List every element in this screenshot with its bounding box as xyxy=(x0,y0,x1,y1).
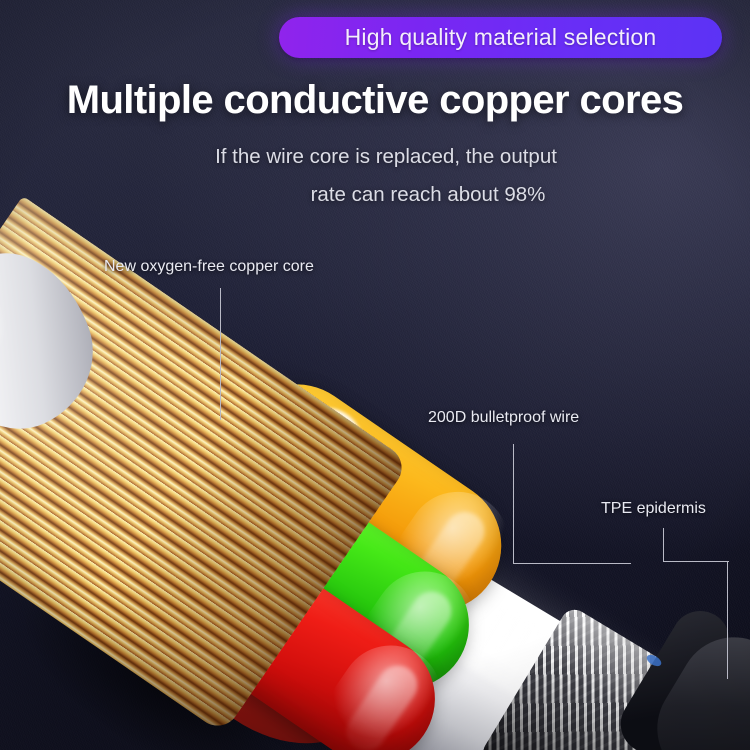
page-title: Multiple conductive copper cores xyxy=(66,78,684,122)
quality-badge-label: High quality material selection xyxy=(344,24,657,50)
annotation-label-tpe-epidermis: TPE epidermis xyxy=(601,500,706,517)
leader-line-copper-core xyxy=(220,288,222,420)
annotation-label-bulletproof-wire: 200D bulletproof wire xyxy=(428,409,580,426)
annotation-label-copper-core: New oxygen-free copper core xyxy=(104,258,314,275)
leader-line-tpe xyxy=(663,528,733,680)
subtitle-line-1: If the wire core is replaced, the output xyxy=(215,145,557,168)
quality-badge: High quality material selection xyxy=(279,17,722,58)
leader-line-bulletproof xyxy=(513,444,633,566)
subtitle-line-2: rate can reach about 98% xyxy=(310,183,546,206)
